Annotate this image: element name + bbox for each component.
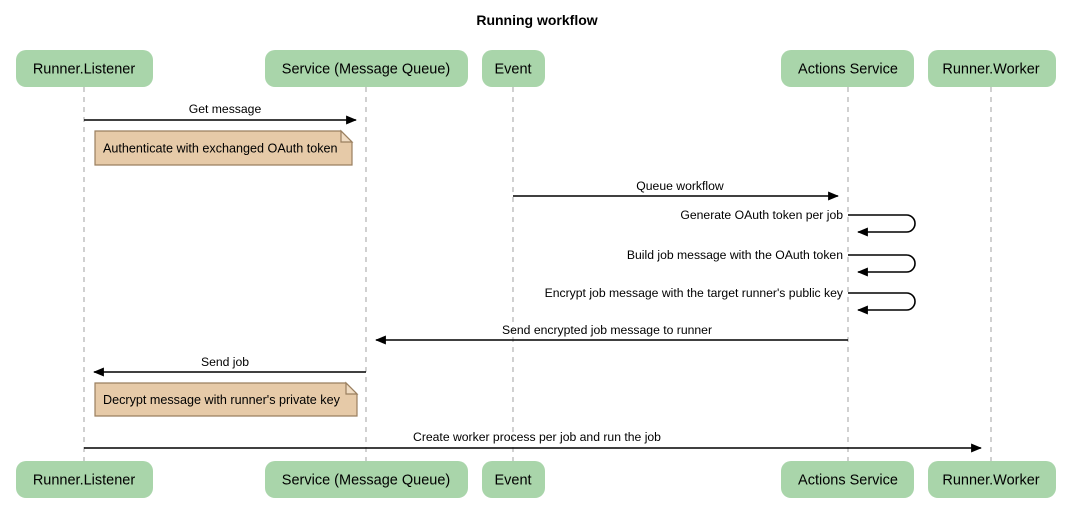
participant-box-event-bottom[interactable] [482, 461, 545, 498]
note-text-authenticate-note: Authenticate with exchanged OAuth token [103, 141, 338, 155]
notes-group: Authenticate with exchanged OAuth tokenD… [94, 129, 359, 417]
self-message-encrypt-job-message [848, 292, 916, 315]
participant-box-actions-service-bottom[interactable] [781, 461, 914, 498]
message-label-get-message: Get message [189, 102, 262, 116]
participant-box-runner-listener-top[interactable] [16, 50, 153, 87]
participant-label-runner-worker-top: Runner.Worker [942, 61, 1039, 77]
participant-box-service-mq-top[interactable] [265, 50, 468, 87]
participant-label-actions-service-top: Actions Service [798, 61, 898, 77]
self-message-generate-oauth-token [848, 214, 916, 237]
note-fold-icon-decrypt-note [345, 381, 359, 395]
participant-box-runner-listener-bottom[interactable] [16, 461, 153, 498]
note-body-decrypt-note [94, 382, 358, 417]
participant-label-runner-worker-bottom: Runner.Worker [942, 472, 1039, 488]
note-body-authenticate-note [94, 130, 353, 166]
self-message-build-job-message [848, 254, 916, 277]
message-label-build-job-message: Build job message with the OAuth token [627, 248, 843, 262]
message-label-send-encrypted-job-message: Send encrypted job message to runner [502, 323, 712, 337]
participant-box-event-top[interactable] [482, 50, 545, 87]
participant-header-group: Runner.Listener Service (Message Queue) Ev… [16, 50, 1056, 87]
note-fold-icon-authenticate-note [340, 129, 354, 143]
participant-label-service-mq-bottom: Service (Message Queue) [282, 472, 450, 488]
message-label-create-worker-process: Create worker process per job and run th… [413, 430, 661, 444]
lifelines-group [83, 87, 992, 461]
participant-box-actions-service-top[interactable] [781, 50, 914, 87]
participant-label-service-mq-top: Service (Message Queue) [282, 61, 450, 77]
participant-label-runner-listener-bottom: Runner.Listener [33, 472, 136, 488]
participant-label-event-bottom: Event [494, 472, 531, 488]
message-label-encrypt-job-message: Encrypt job message with the target runn… [545, 286, 844, 300]
note-text-decrypt-note: Decrypt message with runner's private ke… [103, 393, 341, 407]
message-label-generate-oauth-token: Generate OAuth token per job [680, 208, 843, 222]
participant-label-event-top: Event [494, 61, 531, 77]
message-label-queue-workflow: Queue workflow [636, 179, 724, 193]
participant-box-service-mq-bottom[interactable] [265, 461, 468, 498]
participant-box-runner-worker-bottom[interactable] [928, 461, 1056, 498]
participant-label-runner-listener-top: Runner.Listener [33, 61, 136, 77]
participant-footer-group: Runner.Listener Service (Message Queue) Ev… [16, 461, 1056, 498]
message-label-send-job: Send job [201, 355, 249, 369]
diagram-title: Running workflow [476, 12, 597, 28]
participant-label-actions-service-bottom: Actions Service [798, 472, 898, 488]
participant-box-runner-worker-top[interactable] [928, 50, 1056, 87]
